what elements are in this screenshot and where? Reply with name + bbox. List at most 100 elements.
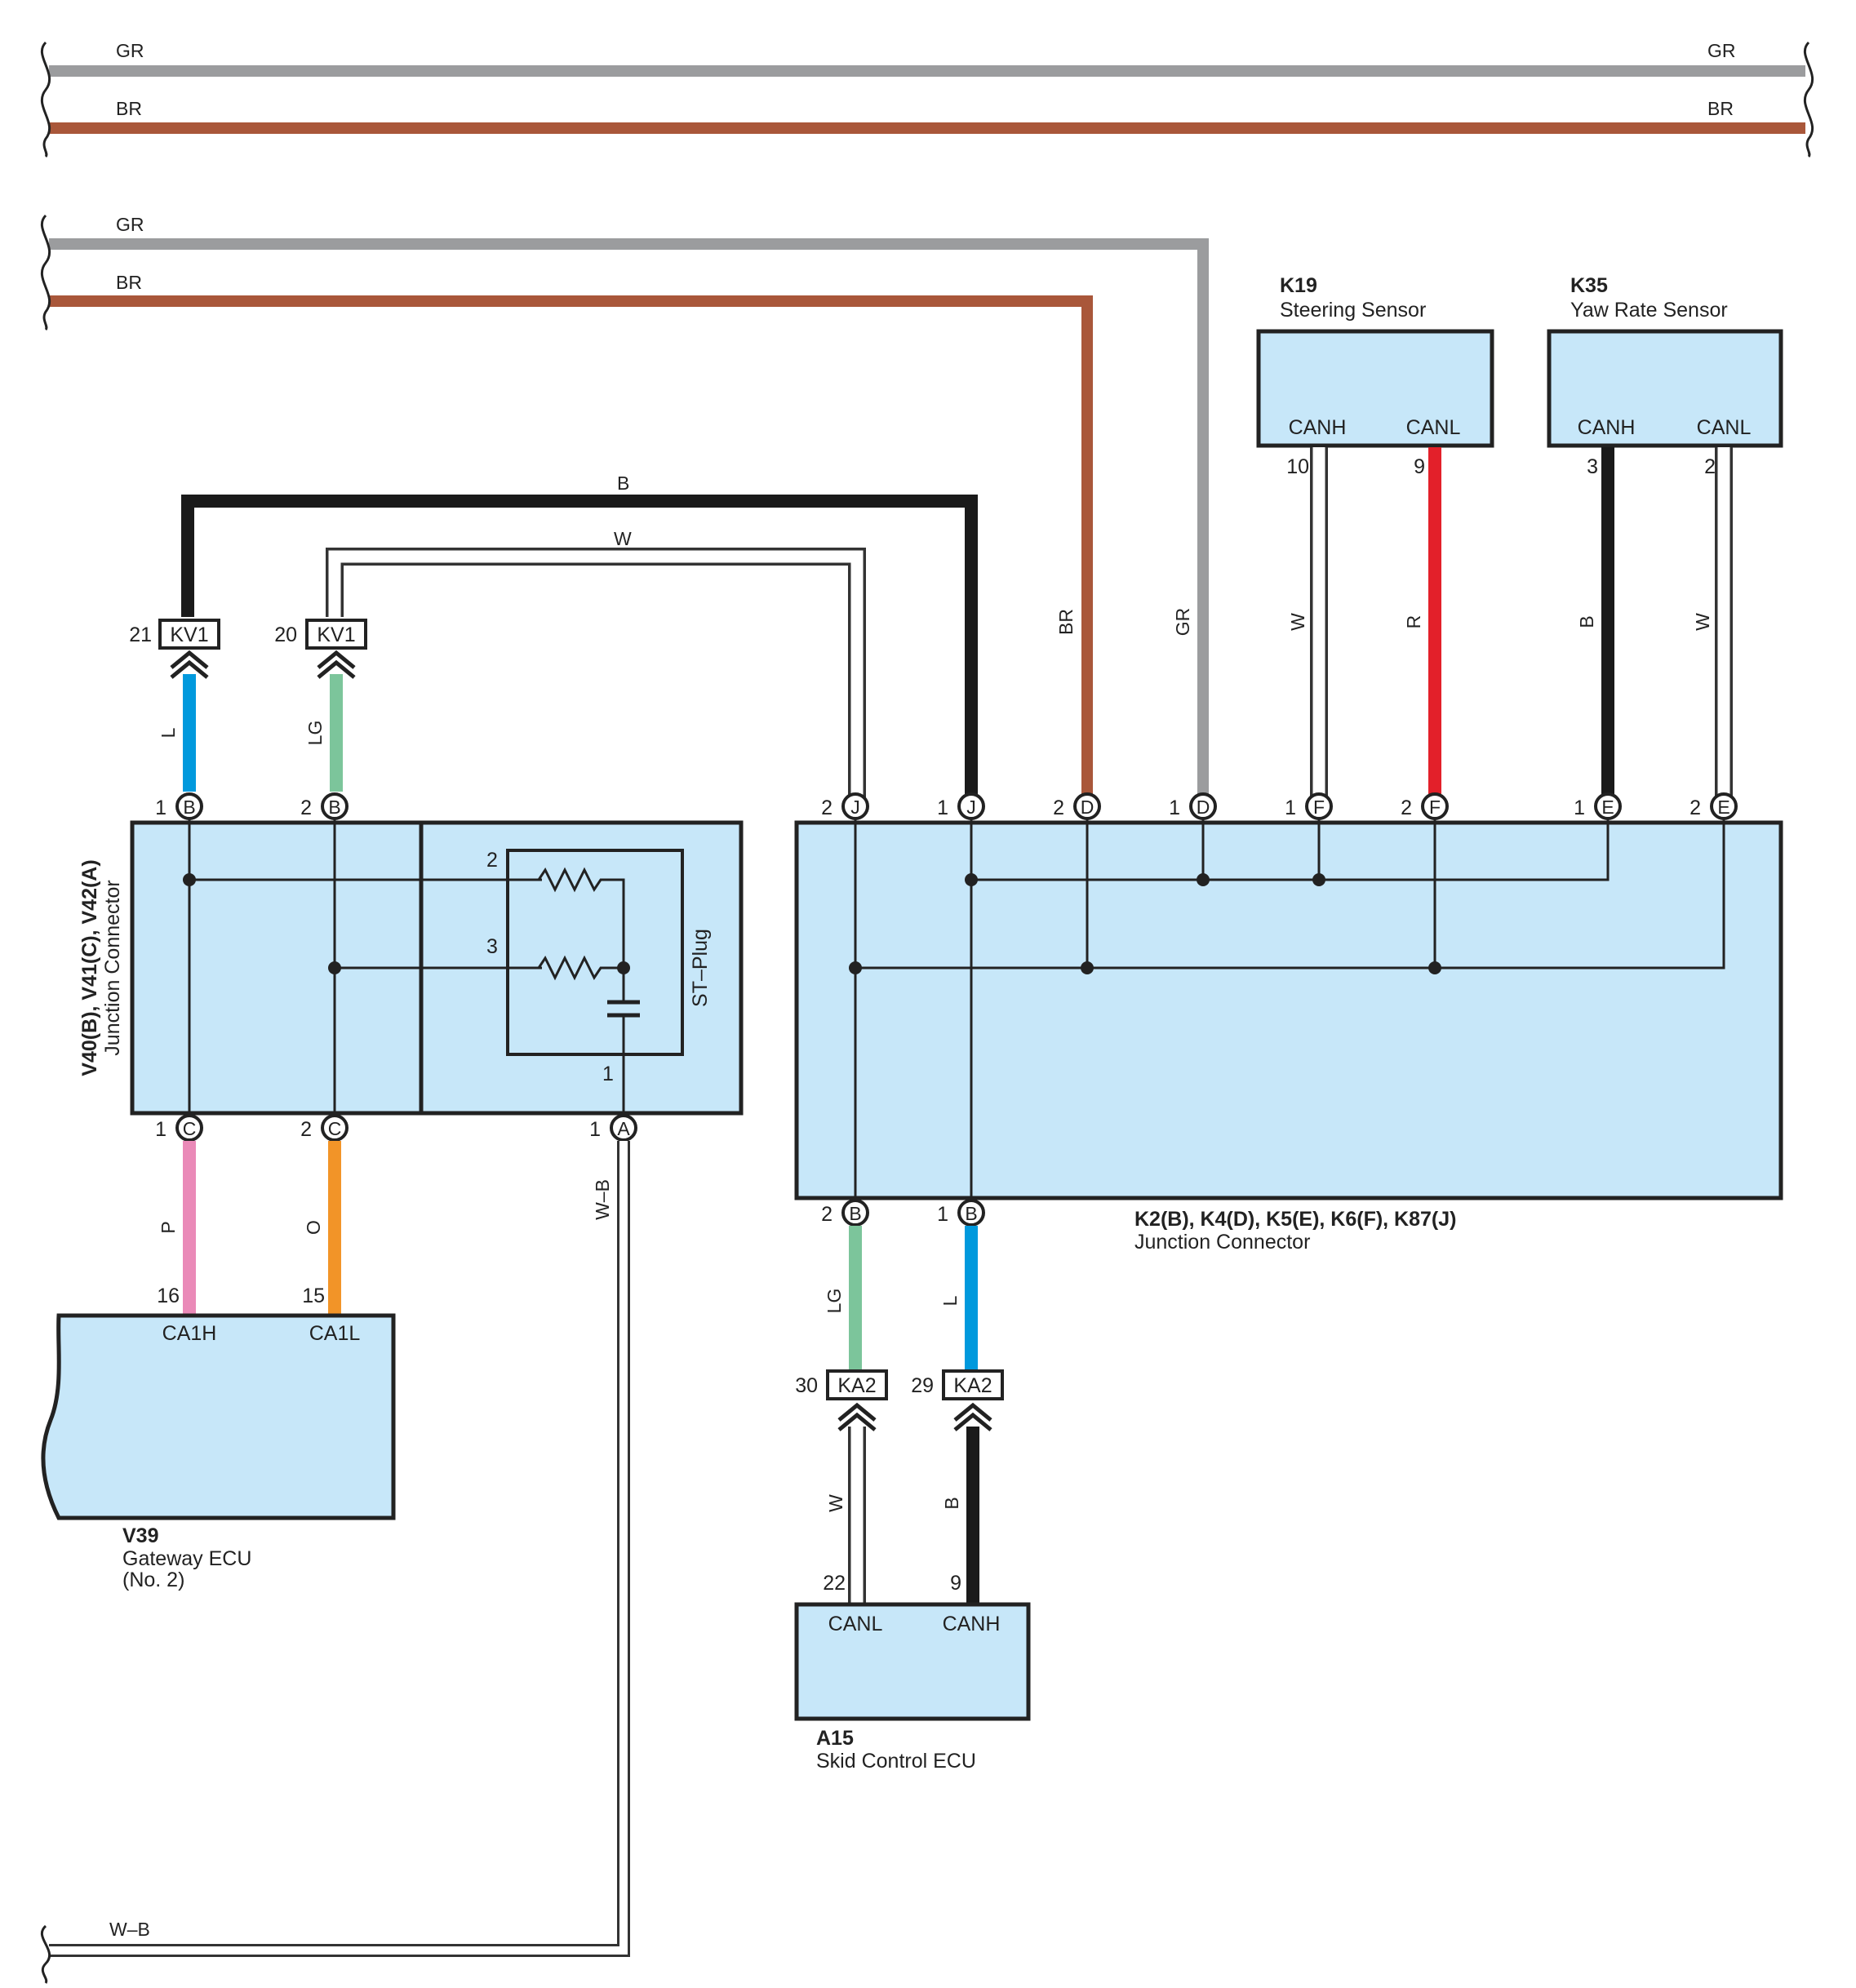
label-r-k19: R <box>1403 615 1424 629</box>
connector-ka2-left-name: KA2 <box>837 1374 876 1397</box>
k19-pin-canh: CANH <box>1289 416 1347 439</box>
a15-code: A15 <box>816 1727 854 1750</box>
chevron-ka2-left-icon <box>837 1402 877 1431</box>
k35-pin-canh: CANH <box>1578 416 1636 439</box>
st-plug-label: ST–Plug <box>689 929 712 1007</box>
pin-j1-num: 1 <box>937 797 948 819</box>
connector-kv1-left-num: 21 <box>129 623 152 646</box>
pin-j2: J 2 <box>821 792 869 820</box>
pin-vc1-num: 1 <box>155 1118 167 1141</box>
wire-w-top <box>328 550 864 804</box>
label-b-a15: B <box>941 1497 962 1509</box>
k19-name: Steering Sensor <box>1280 299 1426 322</box>
pin-vb1-letter: B <box>183 797 195 818</box>
label-w-top: W <box>614 528 632 549</box>
k19-pin-canl: CANL <box>1406 416 1461 439</box>
v39-name: Gateway ECU <box>122 1547 251 1570</box>
jl-node1 <box>183 873 196 886</box>
label-o: O <box>303 1220 324 1235</box>
st-plug <box>506 849 684 1056</box>
label-p: P <box>158 1221 179 1233</box>
chevron-ka2-right-icon <box>953 1402 992 1431</box>
pin-vc2: C 2 <box>300 1114 349 1142</box>
pin-j2-num: 2 <box>821 797 833 819</box>
label-br-mid: BR <box>116 272 142 293</box>
label-br-vert: BR <box>1055 609 1077 635</box>
a15-skid-control-ecu <box>794 1602 1031 1721</box>
pin-e1-letter: E <box>1601 797 1614 818</box>
junction-left-name: Junction Connector <box>101 880 124 1055</box>
pin-vb1: B 1 <box>155 792 203 820</box>
pin-j1-letter: J <box>966 797 976 818</box>
k35-yaw-rate-sensor <box>1547 329 1783 448</box>
connector-ka2-right-name: KA2 <box>953 1374 992 1397</box>
pin-f1-letter: F <box>1313 797 1325 818</box>
pin-d2: D 2 <box>1053 792 1101 820</box>
jr-node-d1 <box>1197 873 1210 886</box>
st-plug-node <box>617 961 630 974</box>
a15-pin-canl: CANL <box>828 1613 883 1635</box>
pin-vb1-num: 1 <box>155 797 167 819</box>
k19-num-canl: 9 <box>1414 455 1425 478</box>
v39-name2: (No. 2) <box>122 1569 184 1591</box>
pin-d1-letter: D <box>1197 797 1210 818</box>
pin-e1-num: 1 <box>1574 797 1585 819</box>
label-gr-mid: GR <box>116 214 144 235</box>
wire-break-right-top <box>1803 41 1814 158</box>
wire-break-left-top <box>40 41 51 158</box>
connector-kv1-right <box>305 619 367 650</box>
label-gr-top-right: GR <box>1707 40 1736 61</box>
st-plug-res2-num: 3 <box>486 935 498 958</box>
jr-node-f2 <box>1428 961 1441 974</box>
wire-br-mid <box>49 295 1093 804</box>
pin-kb1: B 1 <box>937 1199 985 1227</box>
v39-pin-ca1l: CA1L <box>309 1322 361 1345</box>
pin-f2-num: 2 <box>1401 797 1412 819</box>
connector-ka2-left-num: 30 <box>795 1374 818 1397</box>
pin-va1-num: 1 <box>589 1118 601 1141</box>
wire-w-top-outline <box>326 548 866 804</box>
pin-kb1-num: 1 <box>937 1203 948 1226</box>
connector-ka2-right <box>942 1369 1004 1400</box>
junction-right-name: Junction Connector <box>1134 1231 1310 1254</box>
v39-num-ca1l: 15 <box>302 1285 325 1307</box>
k35-code: K35 <box>1570 274 1608 297</box>
connector-ka2-left <box>826 1369 888 1400</box>
pin-vc2-num: 2 <box>300 1118 312 1141</box>
a15-name: Skid Control ECU <box>816 1750 976 1773</box>
st-plug-res1-num: 2 <box>486 849 498 872</box>
k19-steering-sensor <box>1256 329 1494 448</box>
label-l-ka2: L <box>939 1295 961 1306</box>
pin-kb2-num: 2 <box>821 1203 833 1226</box>
junction-right-code: K2(B), K4(D), K5(E), K6(F), K87(J) <box>1134 1208 1456 1231</box>
label-gr-vert: GR <box>1172 608 1193 637</box>
pin-d2-num: 2 <box>1053 797 1064 819</box>
label-l-kv1: L <box>158 727 179 738</box>
connector-kv1-right-name: KV1 <box>317 623 355 646</box>
pin-kb2-letter: B <box>849 1203 861 1224</box>
connector-kv1-right-num: 20 <box>274 623 297 646</box>
k19-num-canh: 10 <box>1286 455 1309 478</box>
pin-e1: E 1 <box>1574 792 1622 820</box>
pin-e2-letter: E <box>1717 797 1729 818</box>
jr-node-j2 <box>849 961 862 974</box>
k35-name: Yaw Rate Sensor <box>1570 299 1728 322</box>
connector-ka2-right-num: 29 <box>911 1374 934 1397</box>
pin-j2-letter: J <box>850 797 860 818</box>
pin-kb1-letter: B <box>965 1203 977 1224</box>
pin-f2-letter: F <box>1429 797 1441 818</box>
label-wb-vert: W–B <box>592 1179 613 1220</box>
pin-vb2: B 2 <box>300 792 349 820</box>
v39-pin-ca1h: CA1H <box>162 1322 217 1345</box>
jr-node-f1 <box>1312 873 1325 886</box>
jr-node-j1 <box>965 873 978 886</box>
label-b-top: B <box>617 473 629 494</box>
pin-d1-num: 1 <box>1169 797 1180 819</box>
v39-num-ca1h: 16 <box>157 1285 180 1307</box>
wire-gr-mid <box>49 238 1209 804</box>
pin-vc1-letter: C <box>183 1118 197 1139</box>
pin-d2-letter: D <box>1081 797 1095 818</box>
wire-wb <box>49 1141 628 1955</box>
label-w-k19: W <box>1287 613 1308 631</box>
pin-va1-letter: A <box>617 1118 630 1139</box>
